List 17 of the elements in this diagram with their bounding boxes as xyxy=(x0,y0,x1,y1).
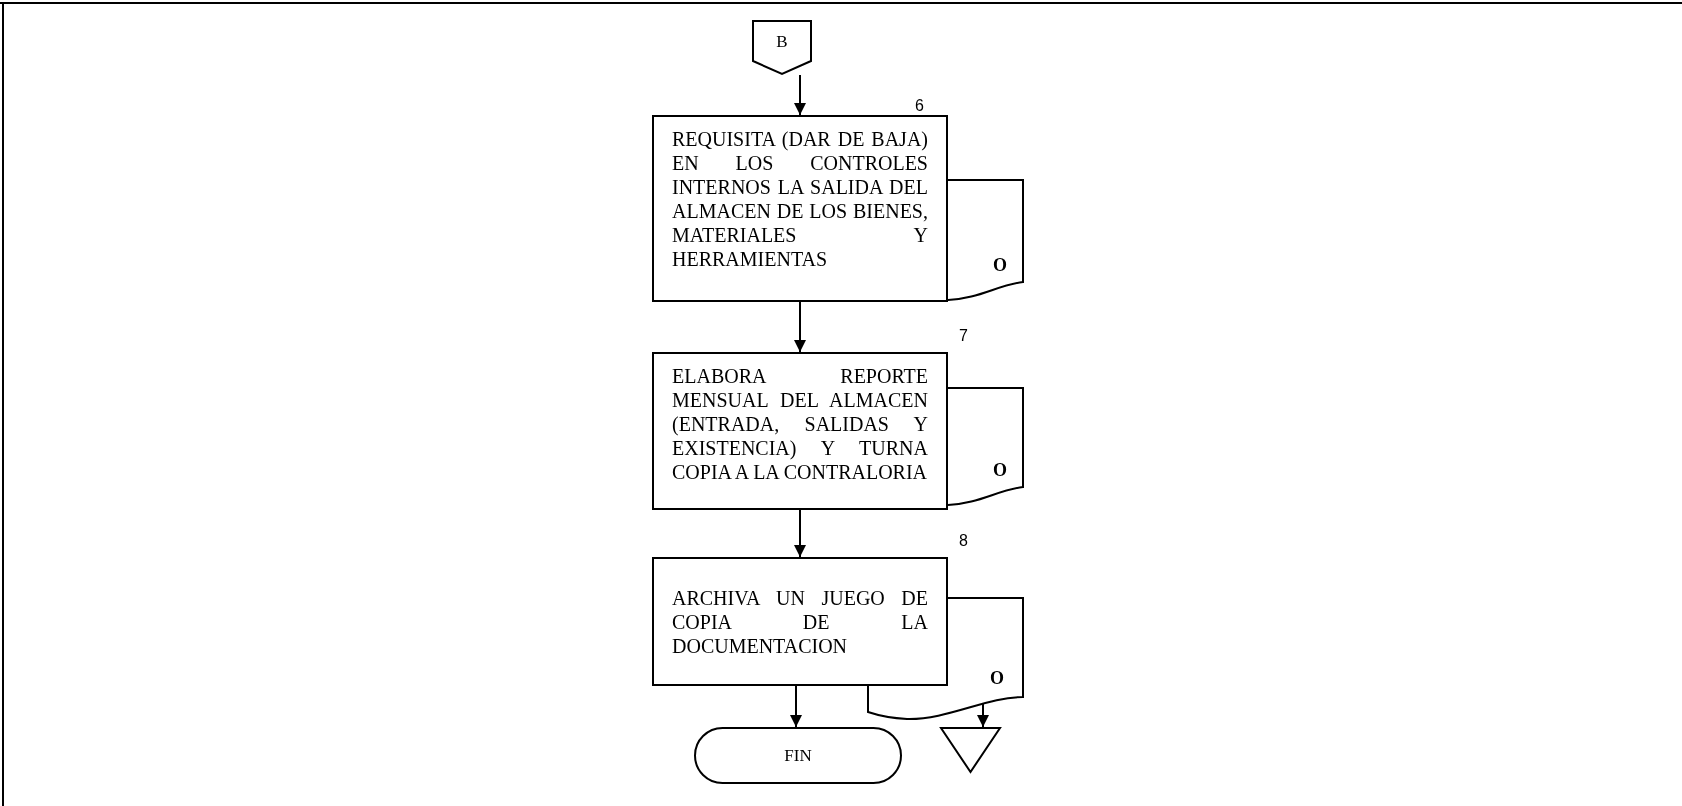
step-number: 6 xyxy=(915,98,924,114)
step-number: 8 xyxy=(959,533,968,549)
arrow xyxy=(794,509,806,558)
step-text: ARCHIVA UN JUEGO DE COPIA DE LA DOCUMENTACION xyxy=(672,585,928,658)
arrow xyxy=(794,74,806,116)
terminator-label: FIN xyxy=(783,747,813,764)
connector-label: B xyxy=(775,33,789,50)
process-box xyxy=(652,557,948,686)
arrow xyxy=(790,685,802,728)
step-number: 7 xyxy=(959,328,968,344)
arrow xyxy=(794,301,806,353)
arrow xyxy=(977,702,989,728)
step-text: REQUISITA (DAR DE BAJA) EN LOS CONTROLES INTERNOS LA SALIDA DEL ALMACEN DE LOS BIENES, MATERIALES Y HERRAMIENTAS xyxy=(672,127,928,271)
copy-mark: O xyxy=(990,669,1004,687)
step-text: ELABORA REPORTE MENSUAL DEL ALMACEN (ENTRADA, SALIDAS Y EXISTENCIA) Y TURNA COPIA A LA CONTRALORIA xyxy=(672,364,928,484)
copy-mark: O xyxy=(993,256,1007,274)
copy-mark: O xyxy=(993,461,1007,479)
